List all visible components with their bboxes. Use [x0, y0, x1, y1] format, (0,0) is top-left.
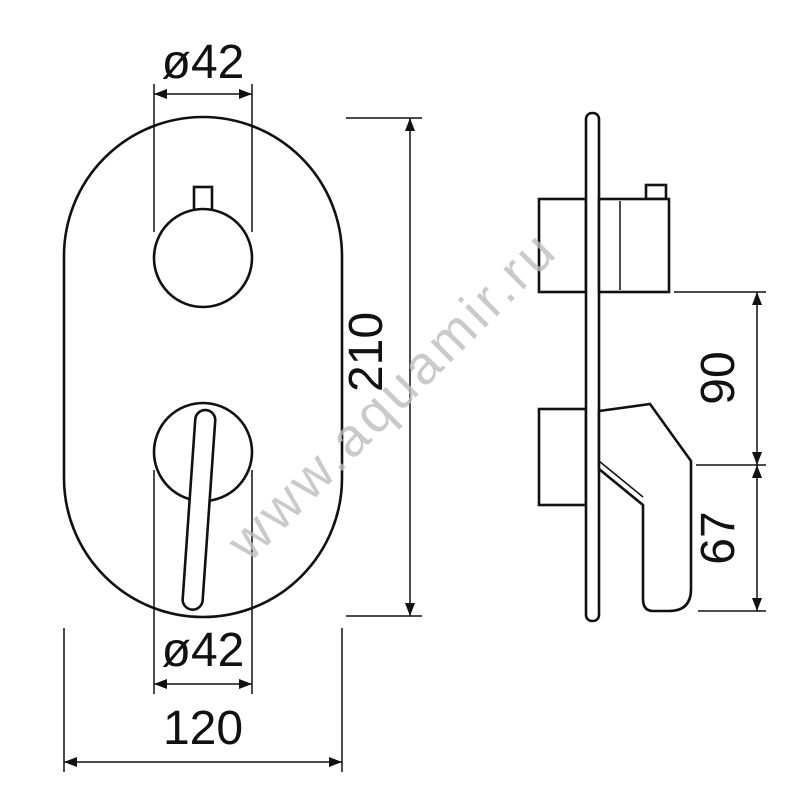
- top-knob-side: [597, 197, 671, 294]
- faceplate-front-outline: [62, 115, 344, 619]
- front-view-dimensions: ø42 210 ø42 120: [63, 36, 422, 772]
- top-knob-circle: [152, 207, 254, 309]
- dim-label-width: 120: [163, 702, 243, 755]
- top-knob-tab: [192, 185, 214, 213]
- faceplate-side-profile: [584, 111, 601, 623]
- side-view: [537, 111, 693, 623]
- top-knob-tab-side: [644, 183, 668, 201]
- dim-label-upper-offset: 90: [692, 351, 745, 404]
- lever-handle-inner-line: [598, 460, 644, 498]
- side-view-dimensions: 90 67: [674, 291, 766, 612]
- dim-label-top-diameter: ø42: [162, 36, 245, 89]
- dim-label-lower-height: 67: [692, 511, 745, 564]
- lever-handle-side: [597, 402, 693, 613]
- dim-label-height: 210: [340, 312, 393, 392]
- bottom-valve-body-side: [537, 407, 588, 507]
- top-valve-body-side: [537, 197, 588, 294]
- lever-handle-front: [181, 408, 217, 611]
- front-view: [62, 115, 344, 619]
- dim-label-bottom-diameter: ø42: [162, 624, 245, 677]
